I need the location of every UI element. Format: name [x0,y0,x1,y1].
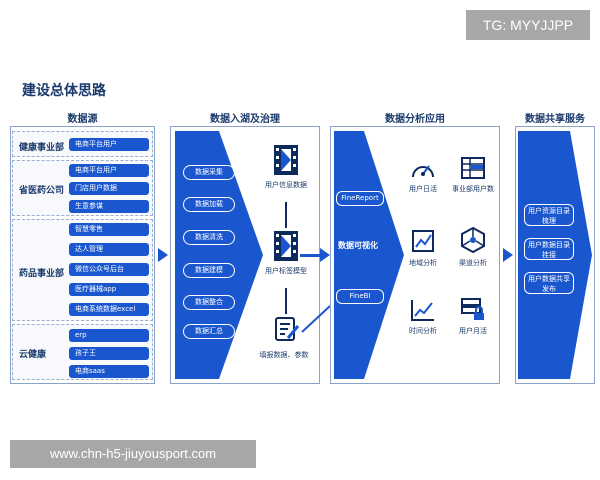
lake-node-label: 用户信息数据 [265,181,307,189]
source-item: 达人管理 [69,243,149,256]
analysis-item-label: 用户日活 [409,185,437,193]
form-edit-icon [275,317,300,341]
lake-step: 数据加载 [183,197,235,212]
analysis-item-label: 渠道分析 [459,259,487,267]
source-group-cloud: 云健康 erp 孩子王 电商saas [12,324,153,380]
lake-step: 数据建模 [183,263,235,278]
lake-step: 数据汇总 [183,324,235,339]
spreadsheet-icon [461,157,485,179]
column-title-source: 数据源 [67,114,98,125]
flow-arrow-icon [503,248,513,262]
source-item: 电商saas [69,365,149,378]
server-lock-icon [461,298,484,320]
diagram-title: 建设总体思路 [22,83,106,99]
column-title-analysis: 数据分析应用 [385,114,445,125]
column-title-share: 数据共享服务 [525,114,585,125]
flow-line [300,254,322,257]
source-group-label: 药品事业部 [19,269,65,279]
source-item: 微信公众号后台 [69,263,149,276]
watermark-tg: TG: MYYJJPP [466,10,590,40]
source-group-province: 省医药公司 电商平台用户 门店用户数据 生意参谋 [12,160,153,216]
source-group-label: 云健康 [19,350,47,360]
analysis-item-label: 用户月活 [459,327,487,335]
trend-chart-icon [411,300,434,321]
source-group-health: 健康事业部 电商平台用户 [12,131,153,157]
map-chart-icon [412,230,434,252]
lake-node-label: 填报数据、参数 [259,351,309,359]
flow-arrow-icon [158,248,168,262]
share-item: 用户资源目录梳理 [524,204,574,226]
source-item: 门店用户数据 [69,182,149,195]
share-item: 用户数据目录挂接 [524,238,574,260]
analysis-item-label: 地域分析 [409,259,437,267]
visualization-label: 数据可视化 [338,241,378,250]
share-chevron [518,131,592,379]
analysis-chevron [334,131,404,379]
source-group-label: 省医药公司 [19,186,65,196]
column-title-lake: 数据入湖及治理 [210,114,280,125]
gauge-icon [412,165,434,178]
tool-finebi: FineBI [336,289,384,304]
form-flow-arrow-icon [301,305,331,333]
lake-step: 数据采集 [183,165,235,180]
source-item: 电商系统数据excel [69,303,149,316]
connector-line [285,202,287,228]
source-item: 电商平台用户 [69,138,149,151]
analysis-item-label: 事业部用户数 [452,185,494,193]
tool-finereport: FineReport [336,191,384,206]
lake-step: 数据清洗 [183,230,235,245]
film-data-icon [274,145,298,175]
source-group-pharma: 药品事业部 智慧零售 达人管理 微信公众号后台 医疗器械app 电商系统数据ex… [12,219,153,321]
source-item: 电商平台用户 [69,164,149,177]
analysis-item-label: 时间分析 [409,327,437,335]
lake-node-label: 用户标签模型 [265,267,307,275]
source-item: 医疗器械app [69,283,149,296]
source-item: erp [69,329,149,342]
source-group-label: 健康事业部 [19,143,65,153]
watermark-url: www.chn-h5-jiuyousport.com [10,440,256,468]
film-tag-icon [274,231,298,261]
flow-arrow-icon [320,248,330,262]
source-item: 智慧零售 [69,223,149,236]
share-item: 用户数据共享发布 [524,272,574,294]
source-item: 孩子王 [69,347,149,360]
lake-chevron [175,131,263,379]
source-item: 生意参谋 [69,200,149,213]
channel-cube-icon [461,226,485,254]
lake-step: 数据整合 [183,295,235,310]
connector-line [285,288,287,314]
